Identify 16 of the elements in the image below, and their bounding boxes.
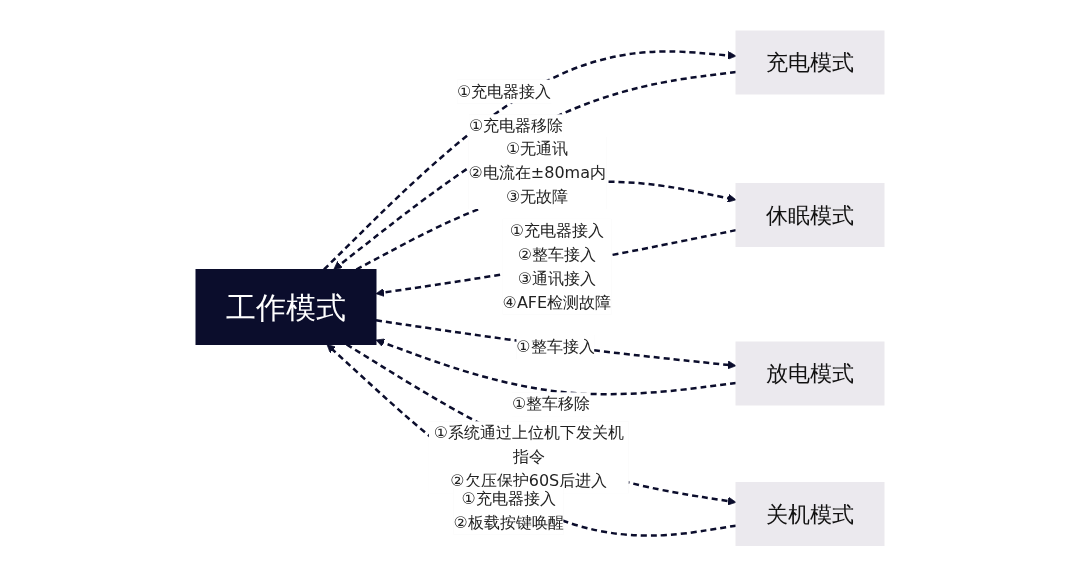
edge-label: ①充电器接入 ②整车接入 ③通讯接入 ④AFE检测故障 [502,221,612,313]
edge-label: ①系统通过上位机下发关机指令 ②欠压保护60S后进入 [433,423,624,491]
edge-label: ①整车接入 [516,337,595,357]
node-box: 关机模式 [735,482,885,547]
node-box: 工作模式 [195,269,377,346]
edge-label: ①充电器接入 [457,81,552,101]
node-box: 休眠模式 [735,183,885,248]
arrow [375,338,737,396]
arrow [375,319,737,370]
node-box: 充电模式 [735,30,885,95]
edge-label: ①充电器移除 [469,116,564,136]
edge-label: ①无通讯 ②电流在±80ma内 ③无故障 [468,139,606,207]
arrow [345,343,737,506]
edge-label: ①整车移除 [512,394,591,414]
node-box: 放电模式 [735,341,885,406]
edge-label: ①充电器接入 ②板载按键唤醒 [453,489,564,532]
